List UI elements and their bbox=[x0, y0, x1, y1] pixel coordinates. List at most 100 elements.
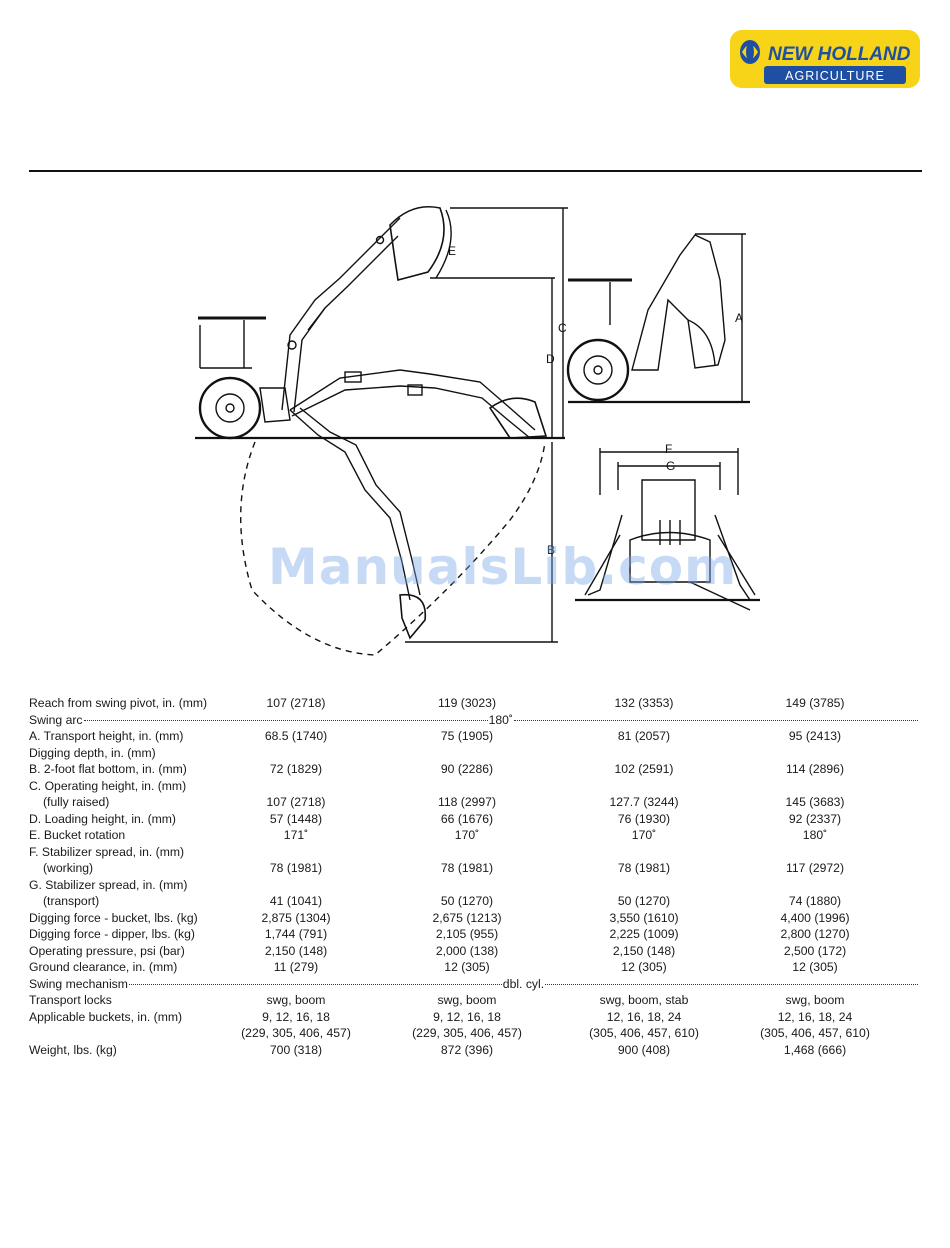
spec-label: Digging depth, in. (mm) bbox=[29, 745, 156, 760]
spec-value-model-3: 81 (2057) bbox=[617, 729, 671, 743]
spec-value-model-4: 2,500 (172) bbox=[783, 943, 847, 958]
spec-value-model-3: swg, boom, stab bbox=[599, 993, 689, 1007]
spec-value-model-3: 102 (2591) bbox=[614, 762, 674, 776]
spec-value-model-2: 12 (305) bbox=[444, 960, 490, 974]
spec-value-model-2: 75 (1905) bbox=[440, 729, 494, 743]
leader-dots bbox=[513, 719, 919, 721]
backhoe-dimension-diagram: E C D B A bbox=[190, 190, 770, 670]
spec-label: B. 2-foot flat bottom, in. (mm) bbox=[29, 762, 187, 776]
spec-label: Applicable buckets, in. (mm) bbox=[29, 1009, 183, 1024]
spec-label: (fully raised) bbox=[43, 795, 110, 809]
spec-value-model-1: swg, boom bbox=[266, 993, 326, 1007]
spec-value-model-1: 9, 12, 16, 18 bbox=[262, 1009, 330, 1024]
spec-value-model-1: 2,875 (1304) bbox=[261, 910, 331, 925]
label-e: E bbox=[448, 244, 456, 258]
spec-value-model-2: 9, 12, 16, 18 bbox=[433, 1009, 501, 1024]
spec-value-model-1: 2,150 (148) bbox=[264, 943, 328, 958]
spec-value-model-4: 1,468 (666) bbox=[783, 1042, 847, 1057]
spec-value-model-1: 78 (1981) bbox=[269, 861, 323, 875]
spec-row: Weight, lbs. (kg) 700 (318) 872 (396) 900 (… bbox=[29, 1042, 919, 1059]
spec-value-model-4: 180˚ bbox=[802, 828, 828, 842]
label-a: A bbox=[735, 311, 743, 325]
spec-value-model-1: 41 (1041) bbox=[269, 894, 323, 908]
spec-value-model-3: 127.7 (3244) bbox=[609, 795, 679, 809]
spec-label: Swing arc bbox=[29, 712, 83, 727]
spec-row: (working) 78 (1981) 78 (1981) 78 (1981) 117 … bbox=[29, 860, 919, 877]
leader-dots bbox=[83, 719, 488, 721]
spec-row: C. Operating height, in. (mm) bbox=[29, 778, 919, 795]
spec-row: Digging force - dipper, lbs. (kg)1,744 (… bbox=[29, 926, 919, 943]
spec-value-model-2: swg, boom bbox=[437, 993, 497, 1007]
spec-value-model-3: 2,150 (148) bbox=[612, 943, 676, 958]
spec-value-model-4: 12 (305) bbox=[792, 960, 838, 974]
spec-value-model-2: 119 (3023) bbox=[437, 696, 497, 710]
watermark: ManualsLib.com bbox=[268, 538, 738, 596]
leader-dots bbox=[545, 983, 919, 985]
header-rule bbox=[29, 170, 922, 172]
spec-row: D. Loading height, in. (mm)57 (1448)66 (… bbox=[29, 811, 919, 828]
spec-label: Ground clearance, in. (mm) bbox=[29, 960, 178, 974]
spec-value-model-2: 2,000 (138) bbox=[435, 943, 499, 958]
spec-value-model-4: 117 (2972) bbox=[785, 861, 845, 875]
spec-value-model-3: 50 (1270) bbox=[617, 894, 671, 908]
label-b: B bbox=[547, 543, 555, 557]
spec-value-model-2: 872 (396) bbox=[440, 1042, 494, 1057]
spec-value-model-4: 4,400 (1996) bbox=[780, 910, 850, 925]
spec-label: C. Operating height, in. (mm) bbox=[29, 778, 187, 793]
spec-row: Transport locks swg, boom swg, boom swg, bo… bbox=[29, 992, 919, 1009]
label-d: D bbox=[546, 352, 555, 366]
spec-row: Ground clearance, in. (mm) 11 (279) 12 (30… bbox=[29, 959, 919, 976]
brand-name: NEW HOLLAND bbox=[768, 44, 911, 65]
spec-value-model-3: 900 (408) bbox=[617, 1042, 671, 1057]
spec-value-model-1: 68.5 (1740) bbox=[264, 729, 328, 743]
spec-value-model-1: 11 (279) bbox=[273, 960, 319, 974]
spec-value-model-3: (305, 406, 457, 610) bbox=[589, 1026, 699, 1040]
spec-value-model-1: 72 (1829) bbox=[269, 762, 323, 776]
spec-value-model-1: 107 (2718) bbox=[266, 795, 326, 809]
spec-value-model-4: 149 (3785) bbox=[785, 696, 845, 710]
spec-label: Transport locks bbox=[29, 993, 112, 1007]
spec-value-model-1: (229, 305, 406, 457) bbox=[241, 1026, 351, 1040]
spec-label: (transport) bbox=[43, 894, 100, 908]
spec-value-model-3: 12, 16, 18, 24 bbox=[606, 1009, 682, 1024]
spec-label: Operating pressure, psi (bar) bbox=[29, 943, 185, 958]
spec-value-model-4: swg, boom bbox=[785, 993, 845, 1007]
spec-value-model-2: 118 (2997) bbox=[437, 795, 497, 809]
spec-value-model-2: (229, 305, 406, 457) bbox=[412, 1026, 522, 1040]
spec-value-model-1: 700 (318) bbox=[269, 1042, 323, 1057]
spec-row: (fully raised) 107 (2718) 118 (2997) 127.7 … bbox=[29, 794, 919, 811]
spec-row: (229, 305, 406, 457) (229, 305, 406, 457)… bbox=[29, 1025, 919, 1042]
spec-value-model-2: 2,675 (1213) bbox=[432, 910, 502, 925]
label-g: G bbox=[666, 459, 675, 473]
spec-label: G. Stabilizer spread, in. (mm) bbox=[29, 877, 188, 892]
spec-label: (working) bbox=[43, 861, 94, 875]
spec-label: Weight, lbs. (kg) bbox=[29, 1042, 117, 1057]
spec-row: Reach from swing pivot, in. (mm)107 (271… bbox=[29, 695, 919, 712]
spec-row: (transport)41 (1041)50 (1270)50 (1270)74… bbox=[29, 893, 919, 910]
spec-row: G. Stabilizer spread, in. (mm) bbox=[29, 877, 919, 894]
leader-dots bbox=[128, 983, 502, 985]
spec-row: Digging force - bucket, lbs. (kg)2,875 (… bbox=[29, 910, 919, 927]
spec-value-model-3: 132 (3353) bbox=[614, 696, 674, 710]
spec-value-model-4: 145 (3683) bbox=[785, 795, 845, 809]
spec-value-model-2: 50 (1270) bbox=[440, 894, 494, 908]
spec-common-value: 180˚ bbox=[488, 712, 513, 727]
spec-value-model-3: 78 (1981) bbox=[617, 861, 671, 875]
spec-value-model-3: 76 (1930) bbox=[617, 811, 671, 826]
spec-value-model-2: 66 (1676) bbox=[440, 811, 494, 826]
spec-row: Swing arc 180˚ bbox=[29, 712, 919, 729]
spec-value-model-1: 171˚ bbox=[283, 828, 309, 842]
spec-common-value: dbl. cyl. bbox=[502, 976, 545, 991]
spec-value-model-2: 2,105 (955) bbox=[435, 927, 499, 941]
spec-row: Applicable buckets, in. (mm) 9, 12, 16, 1… bbox=[29, 1009, 919, 1026]
spec-row: Operating pressure, psi (bar) 2,150 (148)… bbox=[29, 943, 919, 960]
spec-row: Digging depth, in. (mm) bbox=[29, 745, 919, 762]
leaf-emblem-icon bbox=[740, 40, 760, 64]
spec-label: F. Stabilizer spread, in. (mm) bbox=[29, 844, 185, 859]
specifications-table: Reach from swing pivot, in. (mm)107 (271… bbox=[29, 695, 919, 1058]
spec-value-model-4: 2,800 (1270) bbox=[780, 927, 850, 941]
new-holland-logo: NEW HOLLAND AGRICULTURE bbox=[730, 30, 920, 88]
spec-value-model-2: 78 (1981) bbox=[440, 861, 494, 875]
spec-label: A. Transport height, in. (mm) bbox=[29, 729, 184, 743]
